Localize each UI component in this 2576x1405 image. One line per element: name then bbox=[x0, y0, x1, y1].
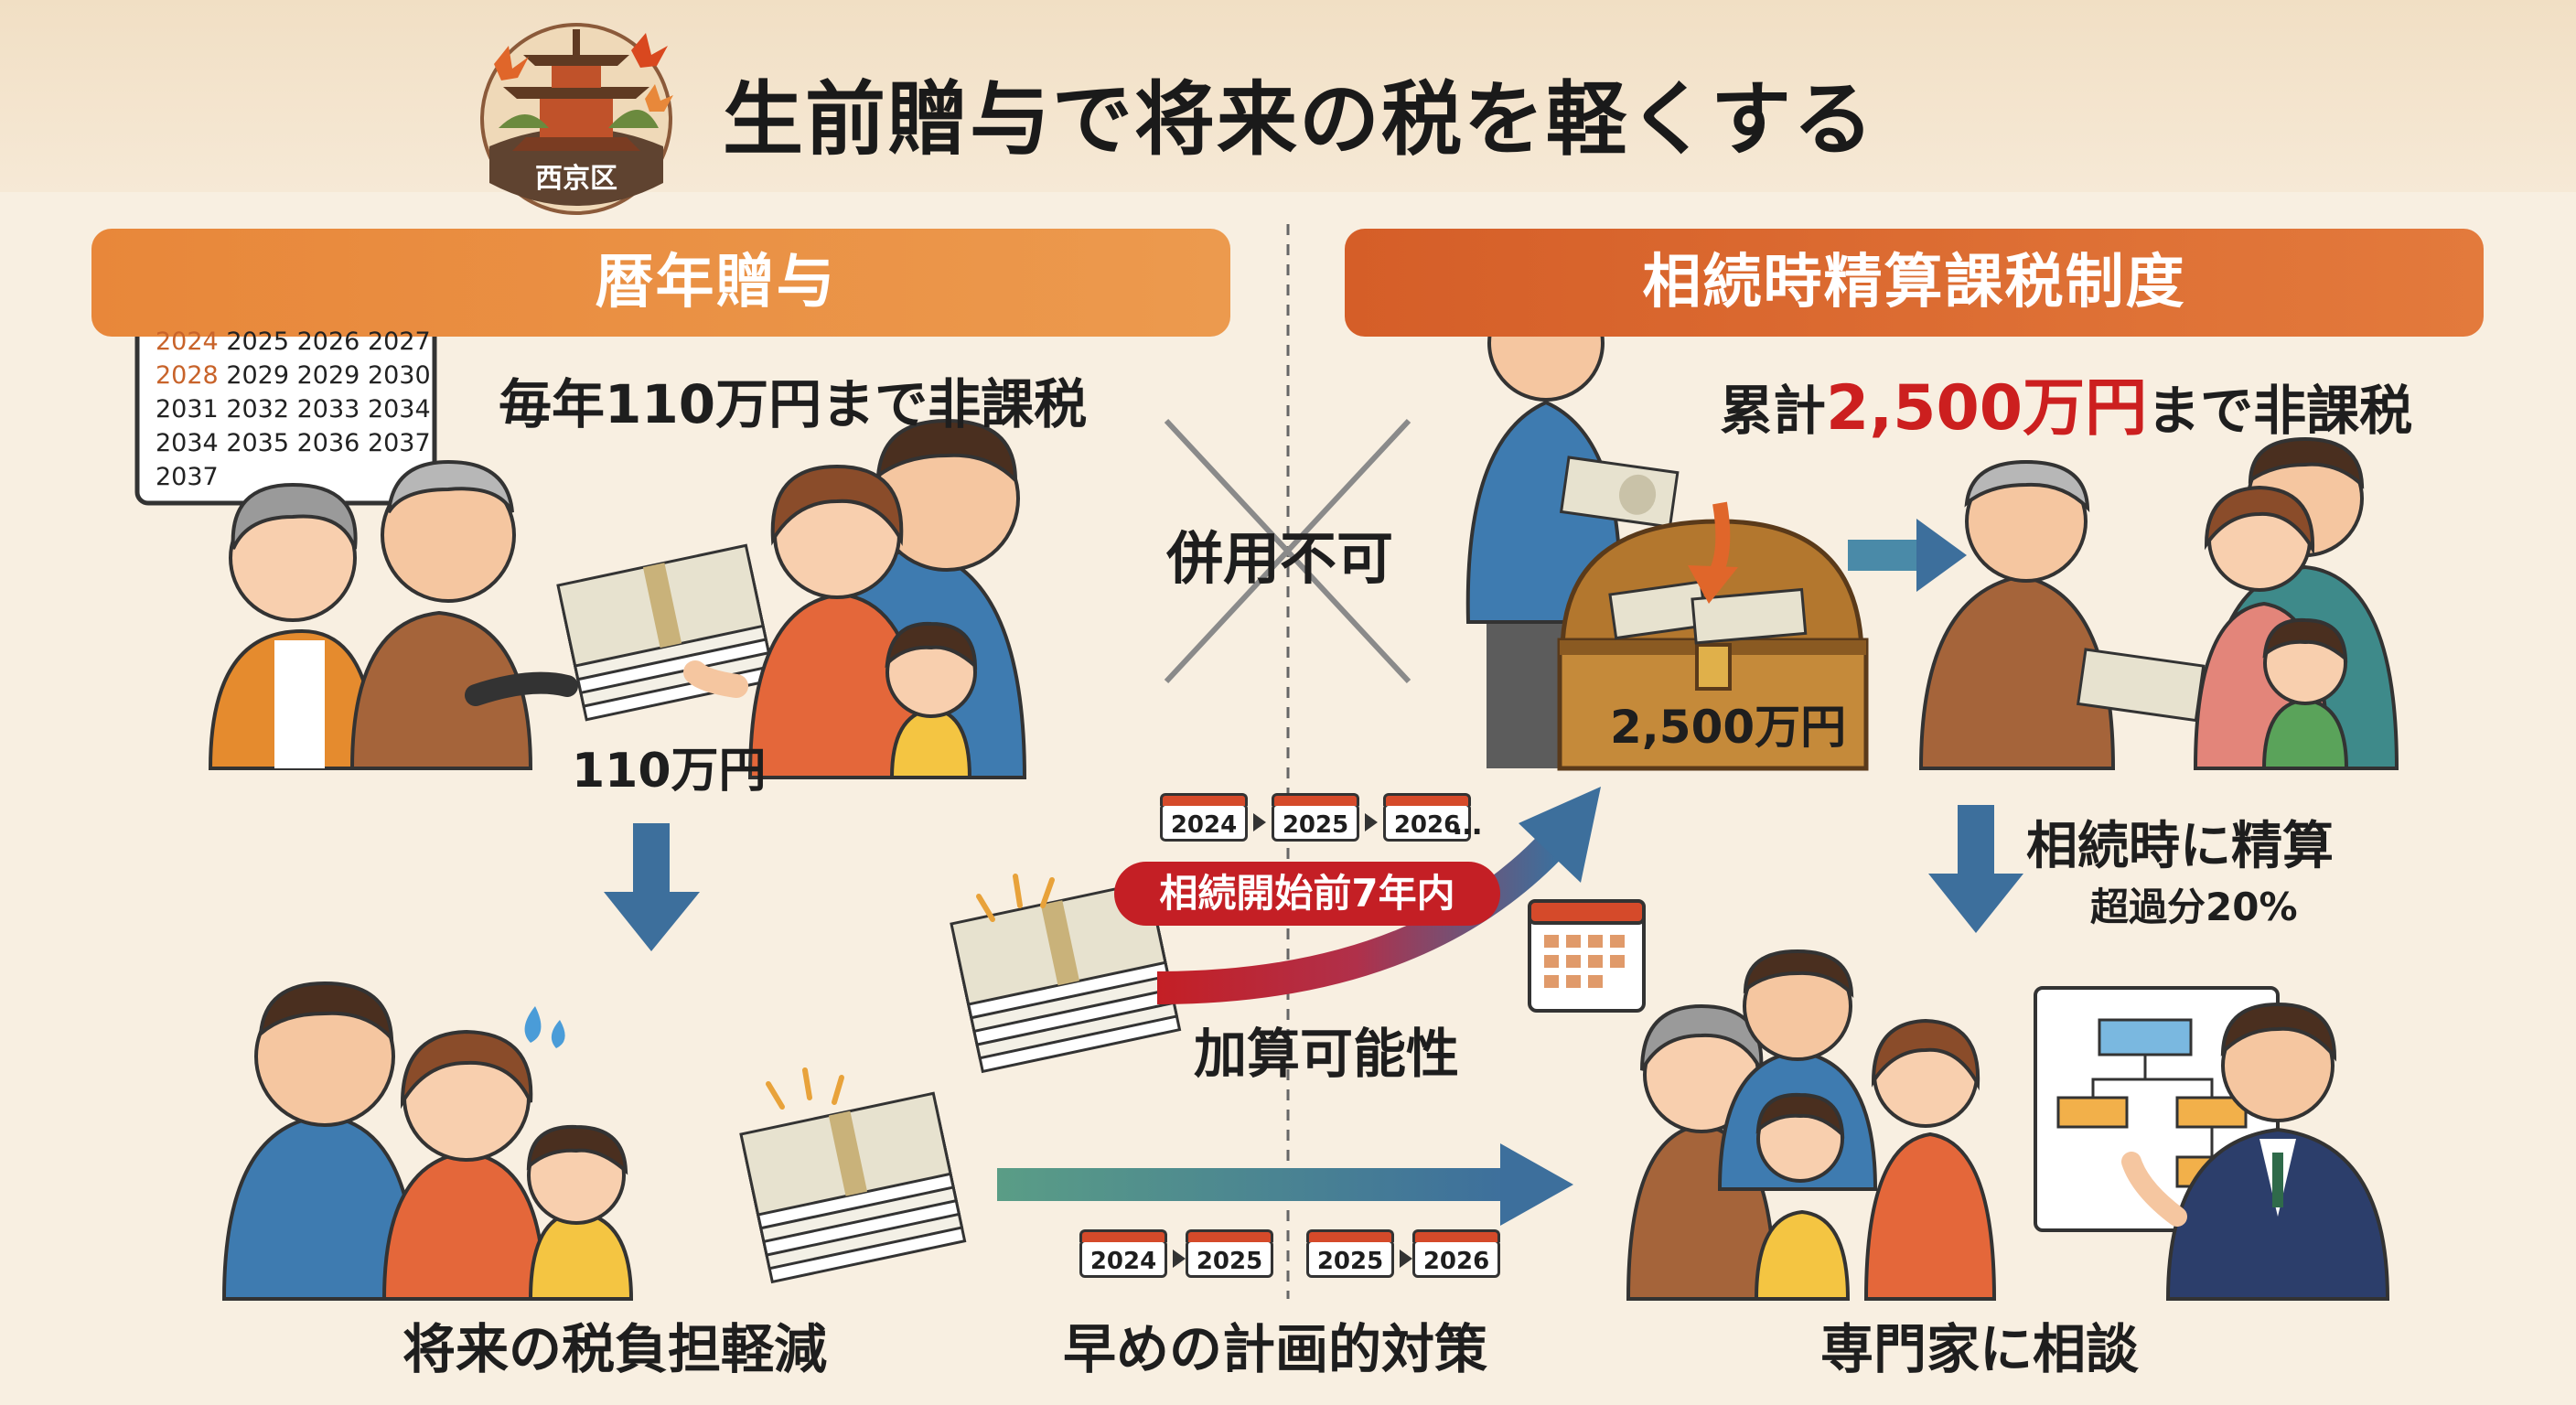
family-right-top bbox=[1918, 436, 2399, 770]
calendar-year: 2028 bbox=[156, 361, 219, 390]
calendar-year: 2030 bbox=[367, 361, 431, 390]
calendar-year-grid: 2024 2025 2026 2027 2028 2029 2029 2030 … bbox=[156, 325, 431, 494]
calendar-year: 2029 bbox=[296, 361, 360, 390]
treasure-chest bbox=[1557, 501, 1869, 771]
year-chip: 2026 bbox=[1383, 793, 1471, 842]
plan-year-chip: 2024 bbox=[1079, 1229, 1167, 1278]
consulting-family-illustration bbox=[1626, 949, 1997, 1301]
caption-early-planning: 早めの計画的対策 bbox=[1063, 1318, 1488, 1380]
gift-amount-label: 110万円 bbox=[572, 744, 767, 799]
calendar-year: 2037 bbox=[367, 429, 431, 457]
caption-consult-expert: 専門家に相談 bbox=[1820, 1318, 2140, 1380]
cash-stack-middle bbox=[950, 874, 1182, 1074]
young-family-left bbox=[683, 418, 1027, 779]
calendar-row: 2024 2025 2026 2027 bbox=[156, 325, 431, 359]
grandparents-illustration bbox=[208, 459, 578, 770]
calendar-year: 2035 bbox=[226, 429, 290, 457]
calendar-year: 2027 bbox=[367, 327, 431, 356]
advisor-illustration bbox=[2121, 1002, 2390, 1301]
calendar-year: 2025 bbox=[226, 327, 290, 356]
chip-arrow-icon bbox=[1365, 813, 1378, 831]
title-band bbox=[0, 0, 2576, 192]
plan-year-chip: 2026 bbox=[1412, 1229, 1500, 1278]
long-arrow-bar bbox=[997, 1168, 1509, 1201]
chip-arrow-icon bbox=[1253, 813, 1266, 831]
exemption-prefix: 累計 bbox=[1720, 380, 1827, 442]
settlement-subtitle: 超過分20% bbox=[2090, 885, 2298, 929]
annual-exemption-text: 毎年110万円まで非課税 bbox=[499, 373, 1088, 435]
settlement-title: 相続時に精算 bbox=[2026, 817, 2334, 876]
calendar-year: 2034 bbox=[367, 395, 431, 424]
not-combinable-label: 併用不可 bbox=[1166, 525, 1394, 592]
calendar-row: 2037 bbox=[156, 460, 430, 494]
calendar-year: 2031 bbox=[156, 395, 219, 424]
chest-amount-label: 2,500万円 bbox=[1610, 701, 1847, 754]
calendar-row: 2031 2032 2033 2034 bbox=[156, 392, 431, 426]
banner-calendar-year-gift: 暦年贈与 bbox=[91, 229, 1230, 337]
calendar-year: 2032 bbox=[226, 395, 290, 424]
caption-tax-reduction: 将来の税負担軽減 bbox=[402, 1318, 828, 1380]
long-arrow-head bbox=[1500, 1143, 1573, 1226]
relieved-family-illustration bbox=[221, 981, 634, 1301]
calendar-year: 2036 bbox=[296, 429, 360, 457]
chip-arrow-icon bbox=[1400, 1249, 1412, 1268]
calendar-row: 2028 2029 2029 2030 bbox=[156, 359, 431, 392]
banner-settlement-tax: 相続時精算課税制度 bbox=[1345, 229, 2484, 337]
banner-left-label: 暦年贈与 bbox=[595, 249, 837, 316]
plan-year-chip: 2025 bbox=[1306, 1229, 1394, 1278]
curved-arrow-head bbox=[1519, 787, 1601, 883]
year-chip: 2025 bbox=[1272, 793, 1359, 842]
plan-year-chip: 2025 bbox=[1186, 1229, 1273, 1278]
down-arrow-left bbox=[604, 823, 700, 951]
cash-stack-bottom bbox=[739, 1067, 967, 1284]
down-arrow-right bbox=[1928, 805, 2023, 933]
emblem-label: 西京区 bbox=[535, 163, 617, 195]
exemption-suffix: まで非課税 bbox=[2147, 380, 2413, 442]
page-title: 生前贈与で将来の税を軽くする bbox=[723, 72, 1876, 166]
calendar-year: 2033 bbox=[296, 395, 360, 424]
not-combinable-cross bbox=[1164, 418, 1411, 684]
exemption-highlight: 2,500万円 bbox=[1826, 372, 2148, 445]
cash-stack-left bbox=[556, 543, 777, 722]
calendar-year: 2026 bbox=[296, 327, 360, 356]
calendar-year: 2029 bbox=[226, 361, 290, 390]
year-chip-ellipsis: … bbox=[1453, 807, 1482, 842]
chip-arrow-icon bbox=[1173, 1249, 1186, 1268]
seven-year-window-badge: 相続開始前7年内 bbox=[1114, 862, 1500, 926]
calendar-row: 2034 2035 2036 2037 bbox=[156, 426, 431, 460]
calendar-year: 2034 bbox=[156, 429, 219, 457]
temple-emblem bbox=[480, 23, 673, 215]
calendar-year: 2037 bbox=[156, 463, 219, 491]
calendar-year: 2024 bbox=[156, 327, 219, 356]
year-chip: 2024 bbox=[1160, 793, 1248, 842]
right-arrow-top bbox=[1848, 519, 1967, 592]
small-calendar-icon bbox=[1528, 899, 1646, 1013]
curved-arrow bbox=[1156, 830, 1568, 1004]
cumulative-exemption-text: 累計2,500万円まで非課税 bbox=[1720, 357, 2412, 447]
add-possibility-label: 加算可能性 bbox=[1194, 1023, 1460, 1085]
